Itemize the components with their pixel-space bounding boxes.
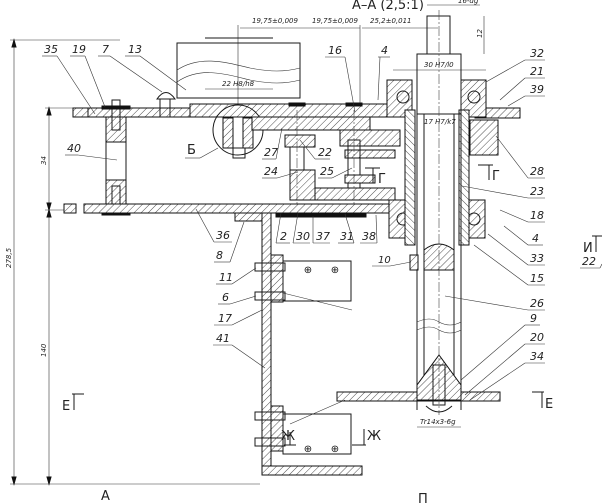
label-31: 31: [340, 230, 354, 243]
dim-d3: 25,2±0,011: [370, 17, 412, 25]
label-23: 23: [530, 185, 544, 198]
dim-height-lower: 140: [40, 343, 48, 357]
mark-zh-right: Ж: [367, 429, 381, 444]
label-24: 24: [264, 165, 278, 178]
dim-thread: Tr14x3-6g: [420, 418, 456, 426]
overall-dimensions: 278,5 34 140: [5, 38, 260, 486]
dim-height-upper: 34: [40, 156, 48, 165]
mark-e-right: Е: [545, 397, 553, 412]
mark-p: П: [418, 492, 428, 504]
label-22b: 22: [582, 255, 596, 268]
label-40: 40: [67, 142, 81, 155]
dim-fit3: 17 H7/k7: [424, 118, 456, 126]
label-6: 6: [222, 291, 229, 304]
svg-text:⊕: ⊕: [331, 444, 339, 455]
label-28: 28: [530, 165, 544, 178]
dim-d2: 19,75±0,009: [312, 17, 358, 25]
dim-shaft-top: 16-dg: [458, 0, 479, 5]
mark-e-left: Е: [62, 399, 70, 414]
label-4a: 4: [381, 44, 388, 57]
dim-d1: 19,75±0,009: [252, 17, 298, 25]
bearing-housings: [386, 79, 499, 246]
label-10: 10: [378, 255, 391, 266]
label-30: 30: [296, 230, 310, 243]
label-39: 39: [530, 83, 544, 96]
label-7: 7: [102, 43, 109, 56]
label-33: 33: [530, 252, 544, 265]
label-11: 11: [219, 271, 233, 284]
label-36: 36: [216, 229, 230, 242]
left-frame: [101, 99, 131, 216]
mark-a: А: [101, 489, 110, 504]
label-8: 8: [216, 249, 223, 262]
bolt-7: [156, 92, 176, 118]
label-4b: 4: [532, 232, 539, 245]
gear-train: [251, 102, 401, 215]
label-32: 32: [530, 47, 544, 60]
dim-overall-height: 278,5: [5, 247, 13, 268]
nut-10: [409, 254, 419, 271]
label-18: 18: [530, 209, 544, 222]
label-38: 38: [362, 230, 376, 243]
label-27: 27: [264, 146, 278, 159]
lower-bracket: ⊕ ⊕: [254, 399, 352, 455]
mark-i: И: [583, 241, 593, 256]
mark-g-right: Г: [492, 169, 500, 184]
motor-housing: [176, 37, 301, 99]
svg-text:⊕: ⊕: [331, 265, 339, 276]
svg-text:⊕: ⊕: [304, 265, 312, 276]
dim-fit1: 22 H8/h8: [222, 80, 255, 88]
dim-shaft-height: 12: [476, 29, 484, 38]
section-markers: Г Г И Е Е Ж Ж А П: [62, 164, 602, 504]
label-2: 2: [280, 230, 287, 243]
label-25: 25: [320, 165, 334, 178]
label-35: 35: [44, 43, 58, 56]
label-9: 9: [530, 312, 537, 325]
mark-g-left: Г: [378, 172, 386, 187]
label-20: 20: [530, 331, 544, 344]
upper-bracket: ⊕ ⊕: [254, 254, 353, 311]
label-17: 17: [218, 312, 232, 325]
label-22a: 22: [318, 146, 332, 159]
detail-b: [212, 104, 264, 159]
label-13: 13: [128, 43, 142, 56]
svg-text:⊕: ⊕: [304, 444, 312, 455]
main-shaft: Tr14x3-6g: [416, 10, 462, 428]
label-37: 37: [316, 230, 330, 243]
label-21: 21: [530, 65, 544, 78]
label-19: 19: [72, 43, 86, 56]
label-15: 15: [530, 272, 544, 285]
label-16: 16: [328, 44, 342, 57]
label-26: 26: [530, 297, 544, 310]
section-title: А–А (2,5:1): [352, 0, 424, 13]
label-34: 34: [530, 350, 544, 363]
label-detail-b: Б: [187, 143, 196, 158]
part-labels: 35 19 7 13 16 4 32 21 39 40 Б 27 22 24 2…: [42, 43, 602, 401]
mark-zh-left: Ж: [281, 429, 295, 444]
label-41: 41: [216, 332, 230, 345]
